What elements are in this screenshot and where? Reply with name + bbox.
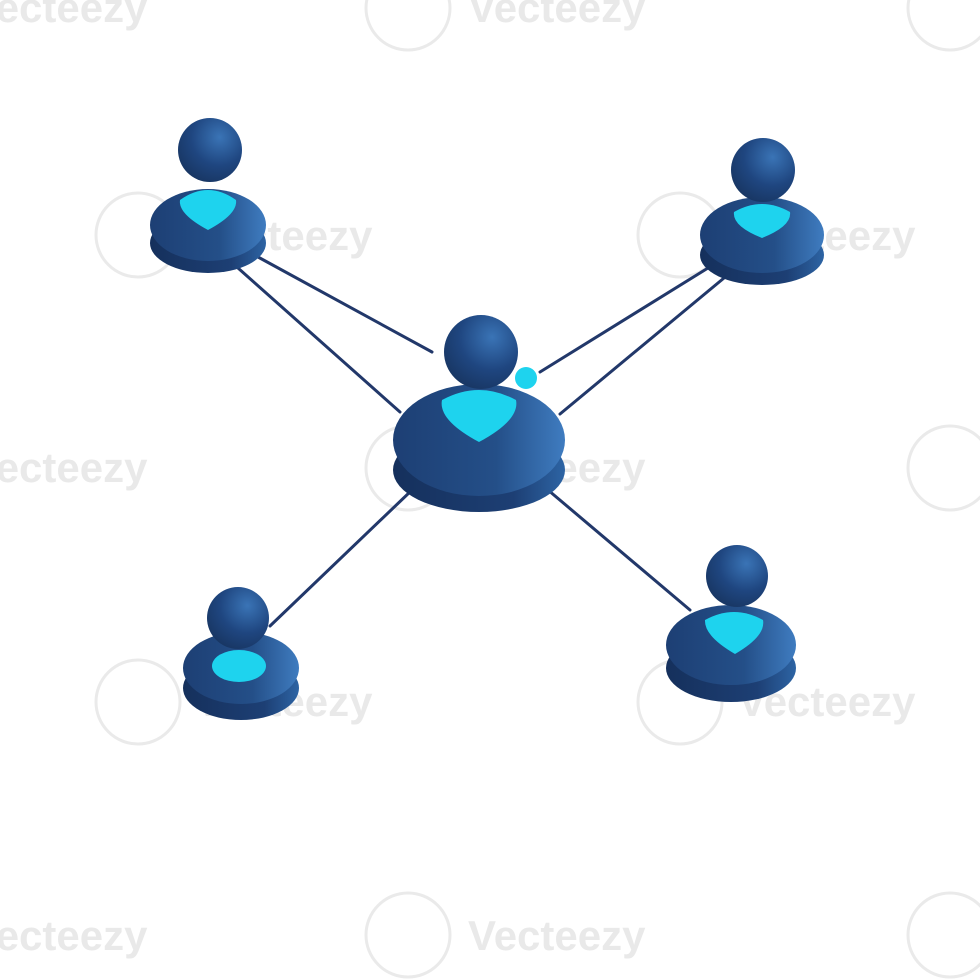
user-body-icon — [704, 612, 764, 654]
user-head-icon — [706, 545, 768, 607]
user-body-icon — [179, 190, 237, 230]
edge-top-right-a — [538, 266, 710, 374]
user-head-icon — [444, 315, 518, 389]
node-top-right-user — [700, 138, 824, 285]
edge-bottom-right — [546, 488, 692, 612]
connectors — [236, 255, 726, 628]
node-top-left-user — [150, 118, 266, 273]
watermark-text: Vecteezy — [0, 912, 148, 959]
edge-top-left-b — [236, 266, 402, 414]
accent-dot — [515, 367, 537, 389]
node-bottom-right-user — [666, 545, 796, 702]
watermark-text: Vecteezy — [468, 0, 646, 31]
node-center-user — [393, 315, 565, 512]
user-head-icon — [207, 587, 269, 649]
user-body-icon — [733, 204, 791, 238]
edge-top-left-a — [256, 255, 434, 354]
watermark-logo — [94, 0, 980, 979]
user-head-icon — [731, 138, 795, 202]
edge-bottom-left — [268, 488, 414, 628]
user-head-icon — [178, 118, 242, 182]
edge-top-right-b — [558, 276, 726, 416]
user-body-icon — [441, 390, 517, 442]
watermark-text: Vecteezy — [0, 0, 148, 31]
watermark-text: Vecteezy — [0, 444, 148, 491]
watermark-text: Vecteezy — [468, 912, 646, 959]
node-bottom-left-user — [183, 587, 299, 720]
user-body-icon — [212, 650, 266, 682]
